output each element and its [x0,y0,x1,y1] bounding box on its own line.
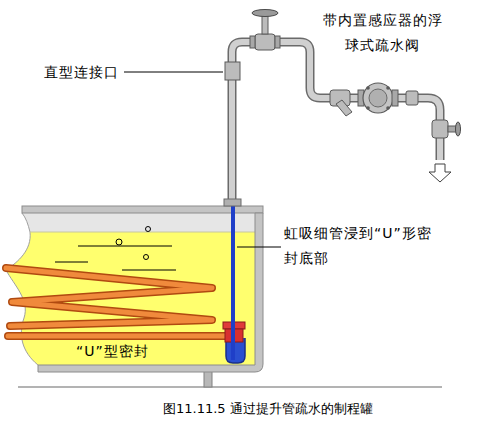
isolating-valve [250,10,280,51]
callout-label: 直型连接口 [44,62,119,82]
cutaway-edge [6,213,38,365]
bubble [116,239,122,245]
bubble [146,227,151,232]
leader-line [124,72,223,73]
discharge-pipe [232,42,440,203]
flow-arrow [429,164,451,182]
vapour-space [22,213,255,232]
straight-connector [225,62,240,80]
outlet-valve [432,120,461,138]
figure-caption: 图11.11.5 通过提升管疏水的制程罐 [163,400,373,418]
floor-line [18,386,442,388]
tank-leg [204,370,212,387]
liquid-surface [30,232,255,233]
tank-nozzle [224,199,241,206]
liquid [6,232,255,365]
tank-top [22,206,263,213]
float-trap [358,83,418,113]
callout-label: “U”型密封 [76,341,149,361]
strainer [330,90,352,116]
heating-coil [6,268,226,336]
callout-label: 带内置感应器的浮 球式疏水阀 [305,8,460,58]
callout-label: 虹吸细管浸到“U”形密 封底部 [284,221,476,271]
bubble [144,255,149,260]
leader-line [237,247,281,248]
liquid-marks [55,246,176,270]
siphon-pipe [231,204,235,360]
